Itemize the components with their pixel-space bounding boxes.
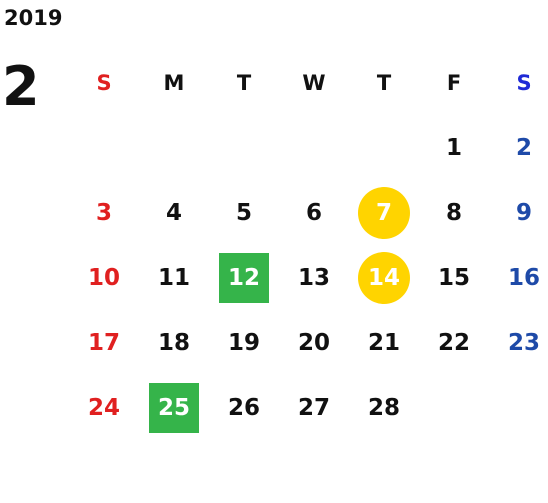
day-number: 17	[87, 329, 120, 356]
day-number: 23	[507, 329, 540, 356]
day-18[interactable]: 18	[139, 310, 209, 375]
weekday-header-4: T	[376, 70, 392, 95]
day-19[interactable]: 19	[209, 310, 279, 375]
weekday-header-3: W	[302, 70, 326, 95]
day-number: 10	[87, 264, 120, 291]
day-number: 15	[437, 264, 470, 291]
day-8[interactable]: 8	[419, 180, 489, 245]
day-number: 6	[305, 199, 322, 226]
day-4[interactable]: 4	[139, 180, 209, 245]
day-number: 20	[297, 329, 330, 356]
day-25[interactable]: 25	[139, 375, 209, 440]
day-27[interactable]: 27	[279, 375, 349, 440]
day-15[interactable]: 15	[419, 245, 489, 310]
day-7[interactable]: 7	[349, 180, 419, 245]
day-21[interactable]: 21	[349, 310, 419, 375]
day-number: 22	[437, 329, 470, 356]
weekday-header-6: S	[516, 70, 532, 95]
day-10[interactable]: 10	[69, 245, 139, 310]
day-number: 21	[367, 329, 400, 356]
highlight-square	[219, 252, 269, 303]
day-number: 5	[235, 199, 252, 226]
day-17[interactable]: 17	[69, 310, 139, 375]
weekday-header-5: F	[446, 70, 462, 95]
day-number: 18	[157, 329, 190, 356]
weekday-header-2: T	[236, 70, 252, 95]
day-number: 8	[445, 199, 462, 226]
day-number: 26	[227, 394, 260, 421]
day-number: 16	[507, 264, 540, 291]
day-1[interactable]: 1	[419, 115, 489, 180]
highlight-circle	[358, 251, 410, 304]
day-24[interactable]: 24	[69, 375, 139, 440]
highlight-circle	[358, 186, 410, 239]
day-16[interactable]: 16	[489, 245, 548, 310]
day-9[interactable]: 9	[489, 180, 548, 245]
day-2[interactable]: 2	[489, 115, 548, 180]
day-number: 13	[297, 264, 330, 291]
day-3[interactable]: 3	[69, 180, 139, 245]
day-number: 7	[375, 199, 392, 226]
day-23[interactable]: 23	[489, 310, 548, 375]
day-12[interactable]: 12	[209, 245, 279, 310]
day-22[interactable]: 22	[419, 310, 489, 375]
day-number: 28	[367, 394, 400, 421]
day-number: 2	[515, 134, 532, 161]
day-28[interactable]: 28	[349, 375, 419, 440]
day-5[interactable]: 5	[209, 180, 279, 245]
day-number: 25	[157, 394, 190, 421]
day-number: 1	[445, 134, 462, 161]
year-label: 2019	[4, 6, 63, 30]
day-11[interactable]: 11	[139, 245, 209, 310]
day-20[interactable]: 20	[279, 310, 349, 375]
day-6[interactable]: 6	[279, 180, 349, 245]
day-26[interactable]: 26	[209, 375, 279, 440]
day-number: 24	[87, 394, 120, 421]
day-number: 14	[367, 264, 400, 291]
highlight-square	[149, 382, 199, 433]
day-13[interactable]: 13	[279, 245, 349, 310]
weekday-header-0: S	[96, 70, 112, 95]
day-number: 9	[515, 199, 532, 226]
day-14[interactable]: 14	[349, 245, 419, 310]
day-number: 3	[95, 199, 112, 226]
day-number: 12	[227, 264, 260, 291]
month-label: 2	[2, 55, 40, 118]
weekday-header-1: M	[163, 70, 185, 95]
day-number: 19	[227, 329, 260, 356]
day-number: 11	[157, 264, 190, 291]
day-number: 27	[297, 394, 330, 421]
day-number: 4	[165, 199, 182, 226]
